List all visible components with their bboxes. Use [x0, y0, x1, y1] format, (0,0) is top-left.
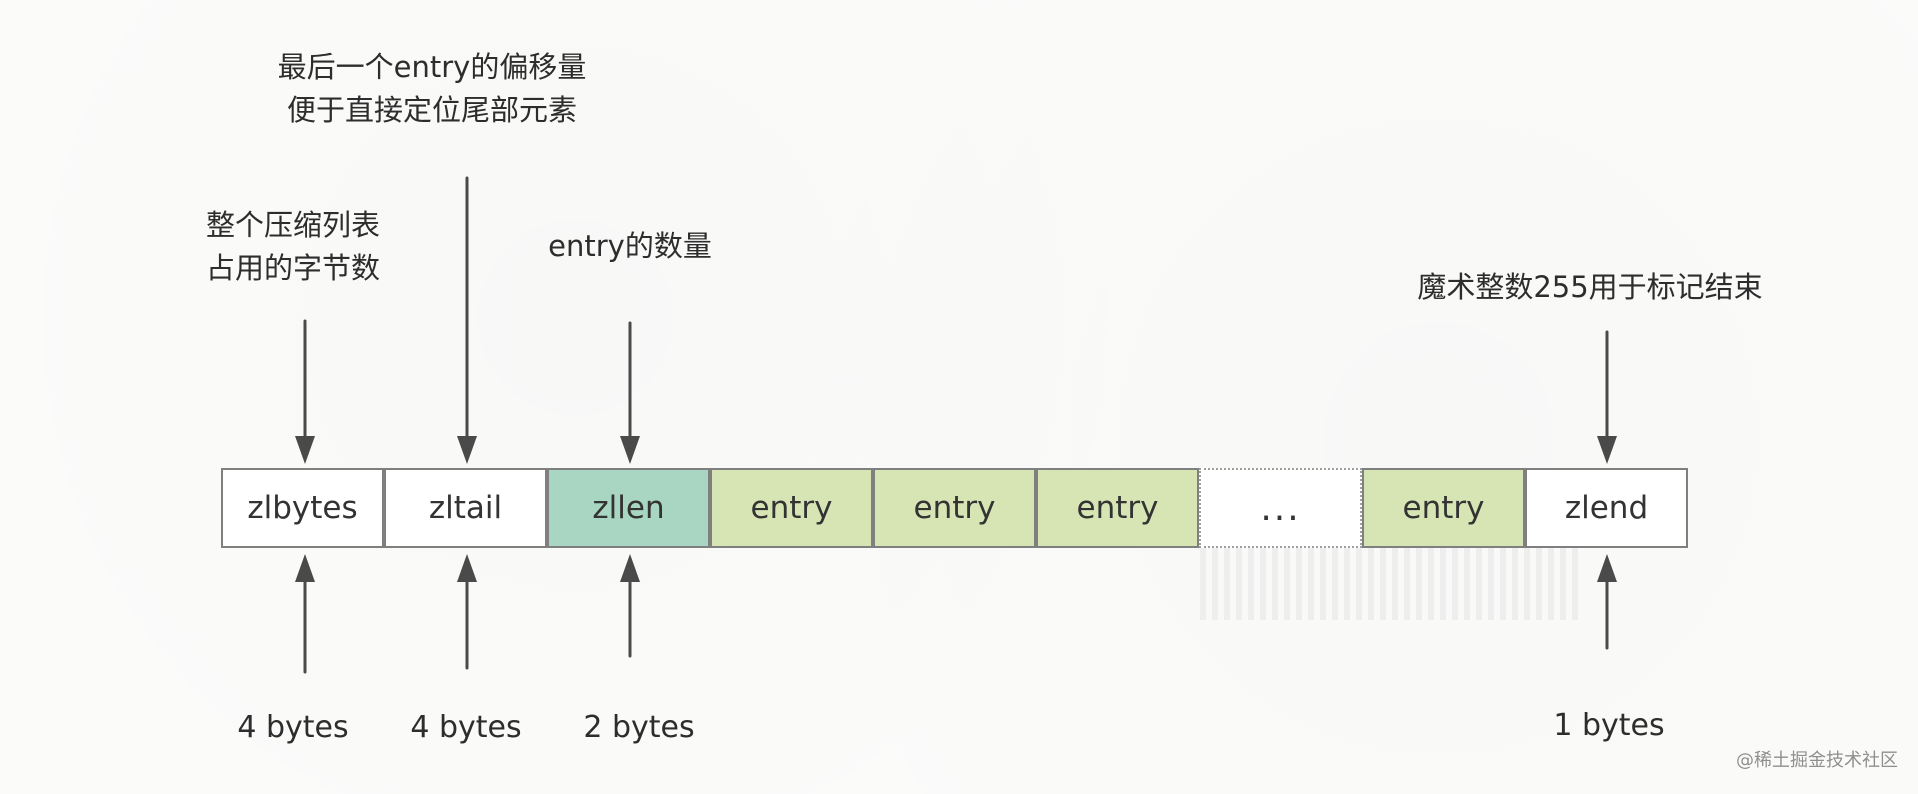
arrowhead-down-zlend	[1597, 436, 1617, 464]
arrowhead-down-zltail	[457, 436, 477, 464]
watermark: @稀土掘金技术社区	[1736, 750, 1898, 771]
cell-zltail: zltail	[384, 468, 547, 548]
zlbytes-description: 整个压缩列表 占用的字节数	[183, 204, 403, 290]
zlbytes-description-line1: 整个压缩列表	[205, 208, 380, 242]
cell-entry-last: entry	[1362, 468, 1525, 548]
zltail-description-line2: 便于直接定位尾部元素	[286, 93, 577, 127]
cell-ellipsis: ...	[1199, 468, 1362, 548]
zltail-description-line1: 最后一个entry的偏移量	[277, 50, 587, 84]
zllen-size-label: 2 bytes	[583, 710, 695, 745]
cell-entry-1: entry	[710, 468, 873, 548]
zltail-description: 最后一个entry的偏移量 便于直接定位尾部元素	[247, 46, 617, 132]
arrowhead-up-zlend	[1597, 554, 1617, 582]
cell-entry-2: entry	[873, 468, 1036, 548]
zlend-size-label: 1 bytes	[1553, 708, 1665, 743]
arrowhead-down-zlbytes	[295, 436, 315, 464]
zlbytes-description-line2: 占用的字节数	[205, 251, 380, 285]
arrowhead-up-zllen	[620, 554, 640, 582]
cell-zlbytes: zlbytes	[221, 468, 384, 548]
cell-zllen: zllen	[547, 468, 710, 548]
zlend-description: 魔术整数255用于标记结束	[1417, 270, 1763, 304]
arrowhead-up-zltail	[457, 554, 477, 582]
zltail-size-label: 4 bytes	[410, 710, 522, 745]
zlbytes-size-label: 4 bytes	[237, 710, 349, 745]
scan-noise	[1200, 540, 1580, 620]
cell-entry-3: entry	[1036, 468, 1199, 548]
arrowhead-down-zllen	[620, 436, 640, 464]
arrowhead-up-zlbytes	[295, 554, 315, 582]
zllen-description: entry的数量	[548, 229, 712, 263]
cell-zlend: zlend	[1525, 468, 1688, 548]
